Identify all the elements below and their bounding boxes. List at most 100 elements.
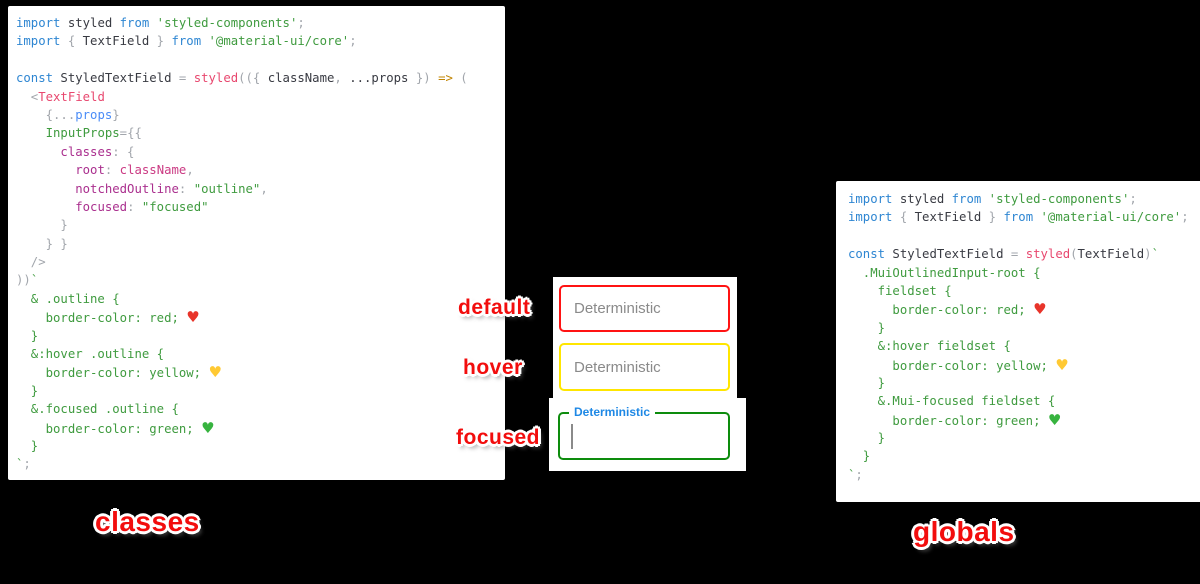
code-line: border-color: yellow; ♥ — [848, 356, 1200, 374]
code-line: .MuiOutlinedInput-root { — [848, 264, 1200, 282]
code-token: ` — [848, 467, 856, 482]
code-token: & .outline { — [16, 291, 120, 306]
code-token: } — [848, 375, 886, 390]
code-token: /> — [16, 255, 46, 270]
code-token: ( — [452, 71, 468, 86]
code-line: classes: { — [16, 143, 505, 161]
red-heart-icon: ♥ — [1033, 300, 1047, 319]
textfield-default — [559, 285, 730, 332]
code-line: `; — [848, 466, 1200, 484]
code-token — [16, 126, 46, 140]
code-token: { — [892, 210, 915, 225]
textfield-default-input[interactable] — [561, 287, 728, 330]
green-heart-icon: ♥ — [201, 418, 215, 437]
code-line: `; — [16, 455, 505, 473]
code-line: {...props} — [16, 106, 505, 124]
code-line: focused: "focused" — [16, 198, 505, 216]
code-line: import { TextField } from '@material-ui/… — [848, 208, 1200, 226]
code-token: border-color: red; — [848, 303, 1034, 318]
code-line: const StyledTextField = styled(({ classN… — [16, 69, 505, 87]
green-heart-icon: ♥ — [1047, 410, 1062, 429]
code-token: &:hover .outline { — [16, 347, 165, 362]
code-token: ` — [1151, 247, 1159, 262]
code-token: root — [75, 163, 105, 178]
code-token: ; — [1181, 210, 1189, 225]
code-token: border-color: red; — [16, 311, 187, 326]
code-token: const — [848, 247, 886, 262]
code-token: } — [848, 320, 886, 335]
code-token: { — [60, 34, 83, 49]
code-line — [16, 51, 505, 69]
code-line: import styled from 'styled-components'; — [16, 14, 505, 32]
code-token: ` — [16, 457, 24, 472]
code-token: ={{ — [119, 126, 142, 141]
code-token: } — [981, 210, 1004, 225]
code-token: InputProps — [45, 126, 120, 141]
textfield-focused-input[interactable] — [560, 414, 728, 458]
yellow-heart-icon: ♥ — [208, 363, 222, 382]
code-token: border-color: green; — [16, 421, 202, 436]
code-token: props — [75, 107, 113, 122]
code-token: ` — [30, 273, 39, 288]
code-token: &.Mui-focused fieldset { — [848, 394, 1056, 409]
code-line: ))` — [16, 271, 505, 289]
code-token: '@material-ui/core' — [1033, 210, 1182, 225]
code-token: styled — [60, 16, 120, 30]
code-line: } — [848, 374, 1200, 392]
code-token: ; — [23, 457, 31, 472]
code-line: border-color: green; ♥ — [16, 419, 505, 437]
code-token: } — [848, 431, 886, 446]
code-line: } — [848, 319, 1200, 337]
code-token: from — [171, 34, 202, 49]
code-token: , — [334, 71, 350, 86]
code-token — [16, 182, 75, 196]
code-token: &.focused .outline { — [16, 402, 179, 417]
code-token: from — [951, 192, 982, 206]
code-line: &.focused .outline { — [16, 400, 505, 418]
code-token: => — [438, 71, 453, 86]
code-token: } — [16, 328, 39, 343]
code-token: } — [149, 34, 172, 49]
code-line: &:hover .outline { — [16, 345, 505, 363]
code-token: } — [848, 449, 871, 464]
code-token: classes — [60, 144, 113, 159]
code-line: InputProps={{ — [16, 124, 505, 142]
code-token: styled — [193, 71, 239, 86]
code-token: import — [848, 192, 893, 206]
code-line: border-color: yellow; ♥ — [16, 363, 505, 381]
code-line: <TextField — [16, 88, 505, 106]
textfield-hover-input[interactable] — [561, 345, 728, 389]
code-token: } — [112, 107, 120, 122]
code-token: "focused" — [141, 199, 209, 214]
code-token: import — [16, 16, 61, 30]
code-token: styled — [1025, 247, 1071, 262]
code-line: const StyledTextField = styled(TextField… — [848, 245, 1200, 263]
code-token: '@material-ui/core' — [201, 34, 350, 49]
code-token: } — [16, 218, 68, 233]
code-token: 'styled-components' — [149, 16, 298, 30]
code-token: focused — [75, 199, 128, 214]
code-token: ( — [1070, 247, 1078, 262]
code-token: from — [119, 16, 150, 30]
code-line: border-color: red; ♥ — [848, 300, 1200, 318]
code-token: = — [1010, 247, 1026, 262]
code-token: StyledTextField — [885, 247, 1011, 262]
code-token: {... — [16, 107, 76, 122]
code-line: } — [16, 216, 505, 234]
code-token: TextField — [1077, 247, 1145, 262]
code-token: : { — [112, 144, 135, 159]
code-token: import — [16, 34, 61, 49]
code-line: import styled from 'styled-components'; — [848, 190, 1200, 208]
code-token: } } — [16, 236, 68, 251]
code-line: &:hover fieldset { — [848, 337, 1200, 355]
code-token: ...props — [349, 71, 409, 86]
annotation-default: default — [458, 296, 531, 319]
code-token: )) — [16, 273, 31, 288]
code-line — [848, 227, 1200, 245]
code-line: & .outline { — [16, 290, 505, 308]
code-token: 'styled-components' — [981, 192, 1130, 206]
code-token: "outline" — [193, 181, 261, 196]
red-heart-icon: ♥ — [186, 308, 200, 327]
code-token: TextField — [38, 89, 105, 104]
